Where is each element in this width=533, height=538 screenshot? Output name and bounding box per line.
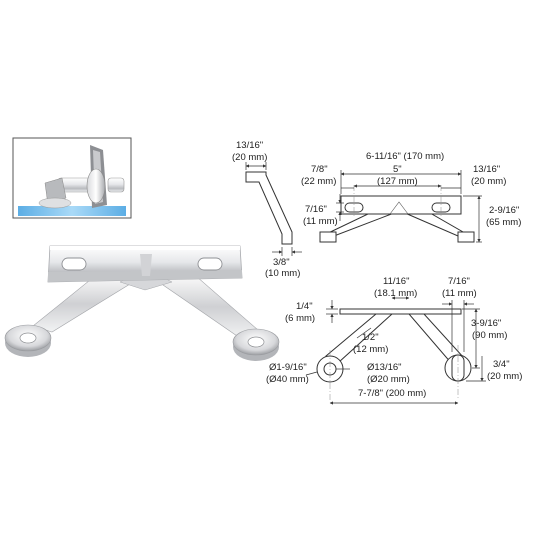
side-thickness-label: 3/8" [273,257,290,268]
front-flange-offset-mm-label: (22 mm) [301,176,336,187]
plate-slot-left [61,257,87,271]
front-end-margin-mm-label: (20 mm) [471,176,506,187]
top-arm-depth-mm-label: (90 mm) [472,330,507,341]
top-boss-outer-dia-mm-label: (Ø40 mm) [266,374,309,385]
glass-panel-edge [18,206,126,216]
top-boss-height-mm-label: (20 mm) [487,371,522,382]
top-boss-inner-dia-mm-label: (Ø20 mm) [367,374,410,385]
right-arm [149,275,259,339]
top-rib-width-label: 11/16" [383,276,409,287]
top-plate [339,308,462,315]
side-top-width-mm-label: (20 mm) [232,152,267,163]
top-center-distance-label: 7-7/8" (200 mm) [358,388,426,399]
front-view-drawing: 6-11/16" (170 mm) 5" (127 mm) 7/8" (22 m… [301,151,521,243]
front-hole-spacing-mm-label: (127 mm) [377,176,418,187]
top-rib-width-mm-label: (18.1 mm) [374,288,417,299]
front-slot-height-mm-label: (11 mm) [303,216,338,227]
front-hole-spacing-label: 5" [393,164,402,175]
side-view-drawing: 13/16" (20 mm) 3/8" (10 mm) [232,140,302,279]
top-slot-width-label: 7/16" [448,276,470,287]
product-photo [4,245,280,361]
front-end-margin-label: 13/16" [473,164,500,175]
front-total-height-mm-label: (65 mm) [486,217,521,228]
front-overall-width-label: 6-11/16" (170 mm) [366,151,444,162]
top-boss-inner-dia-label: Ø13/16" [367,362,402,373]
top-boss-height-label: 3/4" [493,359,510,370]
top-plate-thickness-mm-label: (6 mm) [285,313,315,324]
installed-view-inset [12,137,132,219]
top-arm-width-label: 1/2" [362,332,379,343]
top-view-drawing: 11/16" (18.1 mm) 1/4" (6 mm) 7/16" (11 m… [266,276,522,405]
plate-slot-right [197,257,223,271]
left-arm [32,275,145,333]
top-plate-thickness-label: 1/4" [296,301,313,312]
top-arm-width-mm-label: (12 mm) [353,344,388,355]
top-arm-depth-label: 3-9/16" [471,318,501,329]
front-flange-offset-label: 7/8" [311,164,328,175]
front-slot-height-label: 7/16" [305,204,327,215]
top-boss-outer-dia-label: Ø1-9/16" [269,362,307,373]
side-thickness-mm-label: (10 mm) [265,268,300,279]
front-total-height-label: 2-9/16" [489,205,519,216]
side-top-width-label: 13/16" [236,140,263,151]
side-profile [245,171,293,245]
top-slot-width-mm-label: (11 mm) [442,288,477,299]
